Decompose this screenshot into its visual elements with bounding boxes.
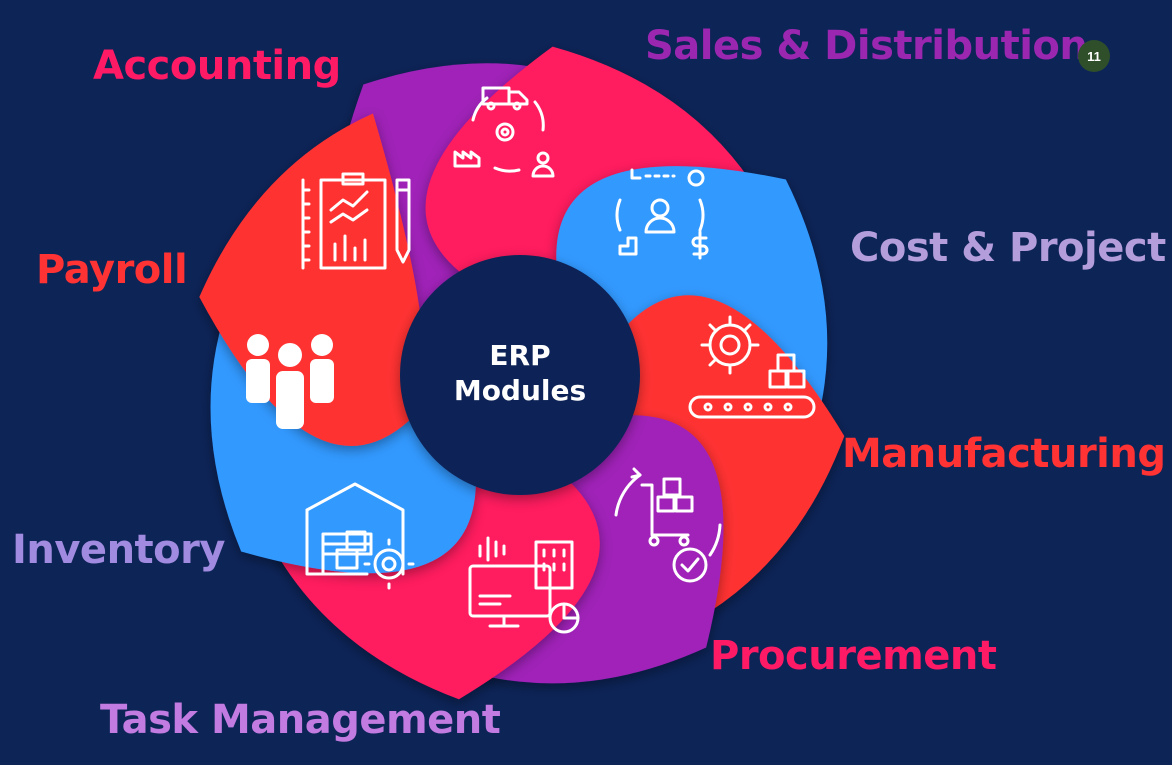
label-inventory: Inventory	[12, 527, 225, 573]
cost-project-icon	[615, 168, 709, 260]
clipboard-chart-icon	[301, 172, 411, 270]
label-payroll: Payroll	[36, 247, 188, 293]
people-icon	[246, 334, 334, 429]
module-icons	[246, 86, 816, 634]
gear-conveyor-icon	[688, 315, 816, 419]
crm-monitor-icon	[468, 536, 580, 634]
label-manufacturing: Manufacturing	[842, 431, 1166, 477]
warehouse-icon	[305, 482, 415, 590]
center-title-line2: Modules	[453, 374, 587, 407]
procurement-cart-icon	[614, 467, 722, 583]
label-cost-project: Cost & Project	[850, 225, 1166, 271]
center-title: ERP Modules	[410, 338, 630, 408]
label-procurement: Procurement	[710, 633, 997, 679]
logistics-cycle-icon	[453, 86, 555, 178]
label-accounting: Accounting	[93, 43, 341, 89]
center-title-line1: ERP	[489, 339, 551, 372]
page-number-badge: 11	[1078, 40, 1110, 72]
center-hub	[400, 255, 640, 495]
label-task-management: Task Management	[100, 697, 501, 743]
label-sales-distribution: Sales & Distribution	[645, 23, 1088, 69]
